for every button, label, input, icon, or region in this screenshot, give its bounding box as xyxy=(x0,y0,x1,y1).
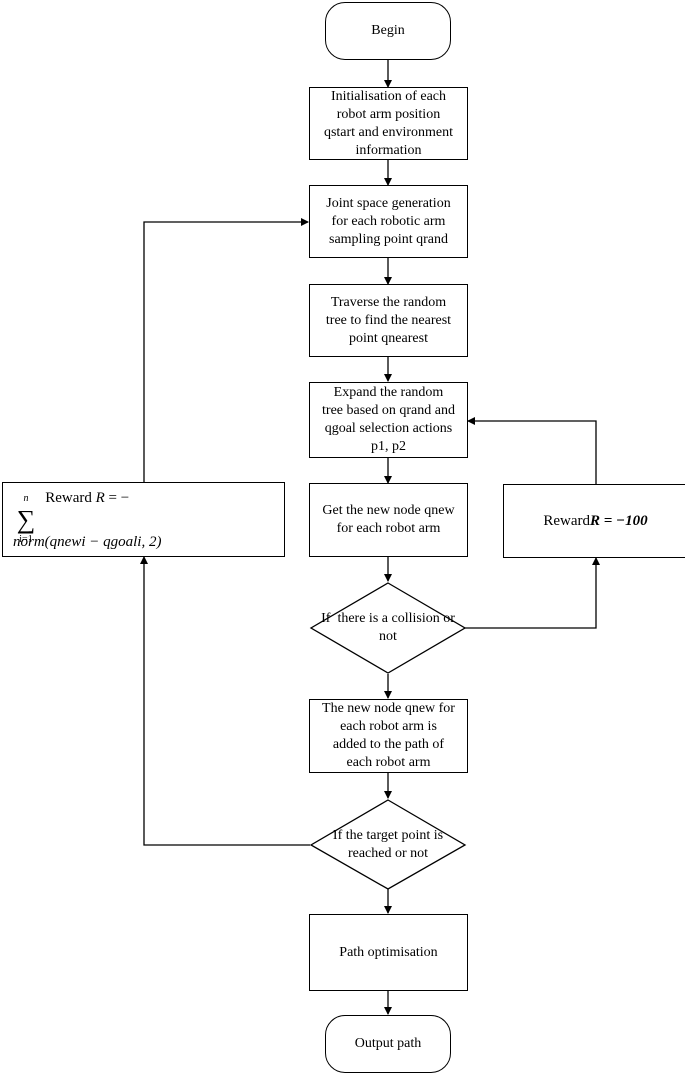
begin-text: Begin xyxy=(371,23,405,38)
joint-line-1: Joint space generation xyxy=(326,195,451,211)
collision-line-1: If there is a xyxy=(321,611,388,626)
begin-terminal: Begin xyxy=(325,2,451,60)
added-line-4: each robot arm xyxy=(346,755,431,770)
init-box: Initialisation of each robot arm positio… xyxy=(309,87,468,160)
reward-right-value: R = −100 xyxy=(590,513,648,529)
arrow-reward-left-joint xyxy=(143,218,309,482)
expand-line-3: qgoal selection actions xyxy=(324,421,453,436)
joint-line-2: for each robotic arm xyxy=(331,213,446,229)
joint-line-3: sampling point qrand xyxy=(329,231,448,247)
added-line-1: The new node qnew for xyxy=(322,701,455,716)
output-terminal: Output path xyxy=(325,1015,451,1073)
added-box: The new node qnew for each robot arm is … xyxy=(309,699,468,773)
reward-left-label: Reward xyxy=(45,489,92,506)
joint-box: Joint space generation for each robotic … xyxy=(309,185,468,258)
collision-diamond xyxy=(309,582,467,674)
collision-line-2: collision or not xyxy=(379,611,455,644)
arrow-target-reward-left xyxy=(140,556,310,846)
arrow-reward-right-expand xyxy=(467,417,597,484)
target-diamond xyxy=(309,799,467,890)
optimise-box: Path optimisation xyxy=(309,914,468,991)
expand-line-2: tree based on qrand and xyxy=(322,403,455,418)
traverse-line-1: Traverse the random xyxy=(330,294,447,310)
getnode-line-1: Get the new node qnew xyxy=(322,503,455,518)
target-line-1: If the target point xyxy=(332,828,431,843)
getnode-box: Get the new node qnew for each robot arm xyxy=(309,483,468,557)
traverse-line-3: point qnearest xyxy=(349,330,428,346)
arrow-collision-reward-right xyxy=(465,557,600,629)
init-line-3: qstart and environment xyxy=(323,124,454,140)
target-line-2: is reached or not xyxy=(347,828,444,861)
reward-left-expr: norm(qnewi − qgoali, 2) xyxy=(13,533,162,550)
collision-label: If there is a collision or not xyxy=(318,606,458,650)
sum-symbol: n ∑ i=1 xyxy=(16,492,36,545)
optimise-text: Path optimisation xyxy=(339,944,438,960)
getnode-line-2: for each robot arm xyxy=(336,521,441,536)
expand-box: Expand the random tree based on qrand an… xyxy=(309,382,468,458)
output-text: Output path xyxy=(354,1036,422,1051)
init-line-1: Initialisation of each xyxy=(330,88,447,104)
target-label: If the target point is reached or not xyxy=(318,823,458,867)
expand-line-4: p1, p2 xyxy=(370,439,406,454)
init-line-4: information xyxy=(355,142,422,158)
reward-left-eq: = − xyxy=(108,489,130,506)
init-line-2: robot arm position xyxy=(336,106,441,122)
reward-right-label: Reward xyxy=(543,513,590,529)
reward-right-box: RewardR = −100 xyxy=(503,484,685,558)
expand-line-1: Expand the random xyxy=(333,385,444,400)
sum-upper: n xyxy=(23,492,29,504)
reward-left-var: R xyxy=(95,489,105,506)
reward-left-box: Reward R = − n ∑ i=1 norm(qnewi − qgoali… xyxy=(2,482,285,557)
added-line-2: each robot arm is xyxy=(340,719,437,734)
traverse-box: Traverse the random tree to find the nea… xyxy=(309,284,468,357)
sum-lower: i=1 xyxy=(19,533,33,545)
traverse-line-2: tree to find the nearest xyxy=(325,312,452,328)
reward-left-formula: Reward R = − n ∑ i=1 norm(qnewi − qgoali… xyxy=(13,489,161,551)
added-line-3: added to the path of xyxy=(332,737,445,752)
reward-right-formula: RewardR = −100 xyxy=(543,512,647,530)
